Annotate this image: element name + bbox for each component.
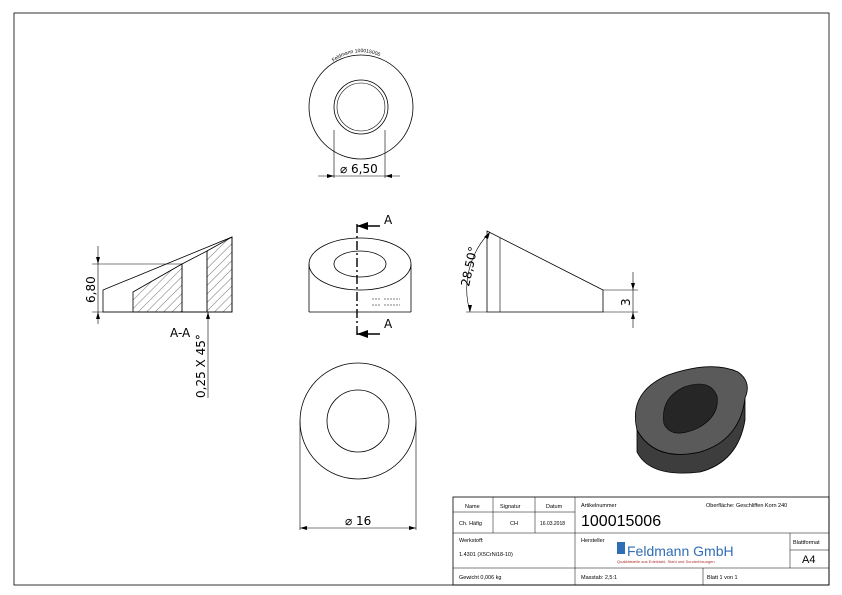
section-arrow-top-head [357, 222, 368, 230]
front-view-hole-ellipse [333, 250, 387, 278]
top-view-hole-inner [336, 82, 386, 132]
top-view-dim-arrow-right [385, 174, 392, 178]
bottom-view: ⌀ 16 [299, 362, 417, 530]
title-sheet: Blatt 1 von 1 [707, 575, 738, 581]
top-view-dim-arrow-left [327, 174, 334, 178]
side-view-angle-label: 28,50° [458, 245, 480, 287]
side-view-height-arrow-top [631, 283, 635, 290]
title-date-header: Datum [546, 504, 563, 510]
title-name-value: Ch. Häfig [459, 521, 482, 527]
section-right-hatch [206, 236, 233, 313]
title-date-value: 16.03.2018 [540, 521, 565, 527]
feldmann-logo-mark [617, 542, 625, 554]
top-view-hole-outer [333, 79, 389, 135]
chamfer-leader-arrow [206, 312, 210, 319]
sheet-border [13, 12, 830, 586]
title-article-number: 100015006 [581, 513, 661, 530]
front-view: A A [308, 213, 412, 338]
chamfer-label: 0,25 X 45° [194, 334, 208, 398]
title-material-value: 1.4301 (X5CrNi18-10) [459, 552, 513, 558]
isometric-view [635, 366, 748, 474]
bottom-view-outer-circle [299, 362, 417, 480]
title-signature-value: CH [510, 521, 518, 527]
title-manufacturer-tagline: Qualitätsteile aus Edelstahl, Stahl und … [617, 559, 715, 564]
title-block-frame [452, 496, 830, 586]
section-view: 6,80 A-A 0,25 X 45° [84, 236, 233, 398]
title-manufacturer-name: Feldmann GmbH [627, 543, 734, 559]
section-left-hatch [132, 263, 183, 313]
title-surface-label: Oberfläche: Geschliffen Korn 240 [706, 503, 787, 509]
top-view-engraving: Feldmann 100015006 [331, 48, 381, 63]
iso-hole [663, 383, 718, 434]
side-view-height-arrow-bottom [631, 312, 635, 319]
title-block: Name Signatur Datum Ch. Häfig CH 16.03.2… [452, 496, 830, 586]
top-view: Feldmann 100015006 ⌀ 6,50 [308, 48, 414, 178]
bottom-view-diameter-label: ⌀ 16 [345, 514, 371, 528]
section-hole-top [181, 250, 208, 265]
side-view-angle-arrow-top [484, 232, 490, 239]
title-format-label: Blattformat [793, 540, 820, 546]
side-view-angle-arrow-bottom [468, 305, 472, 312]
section-arrow-bottom-head [357, 330, 368, 338]
title-weight: Gewicht 0,006 kg [459, 575, 502, 581]
title-name-header: Name [465, 504, 480, 510]
section-height-arrow-bottom [96, 312, 100, 319]
title-format-value: A4 [802, 554, 815, 566]
title-scale: Masstab: 2,5:1 [581, 575, 617, 581]
front-view-top-ellipse [308, 237, 412, 291]
section-name-label: A-A [170, 326, 191, 340]
title-manufacturer-label: Hersteller [581, 538, 605, 544]
bottom-view-dim-arrow-right [409, 526, 416, 530]
bottom-view-dim-arrow-left [300, 526, 307, 530]
title-material-label: Werkstoff: [459, 538, 484, 544]
top-view-outer-circle [308, 54, 414, 160]
section-height-label: 6,80 [84, 276, 98, 303]
section-height-arrow-top [96, 257, 100, 264]
section-mark-bottom: A [384, 317, 393, 331]
side-view: 28,50° 3 [458, 230, 638, 328]
title-signature-header: Signatur [500, 504, 521, 510]
section-mark-top: A [384, 213, 393, 227]
top-view-diameter-label: ⌀ 6,50 [340, 162, 378, 176]
side-view-height-label: 3 [619, 298, 633, 306]
side-view-outline [486, 230, 604, 313]
side-view-angle-arc [466, 231, 491, 313]
bottom-view-hole-circle [326, 389, 390, 453]
title-article-label: Artikelnummer [581, 503, 617, 509]
